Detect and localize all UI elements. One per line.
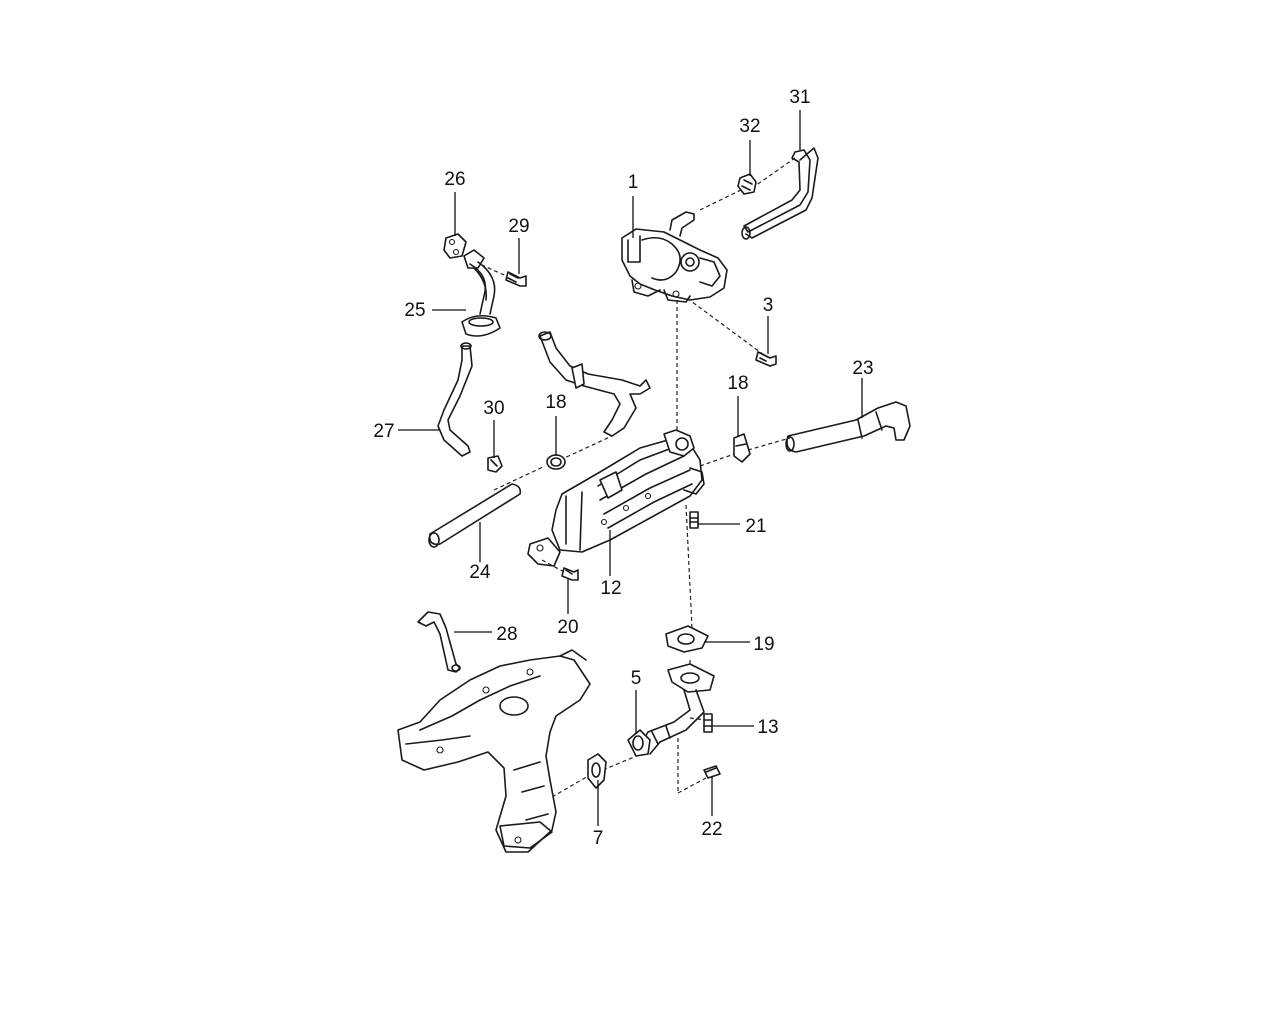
- part-hose-31: [741, 147, 819, 240]
- callout-18-right: 18: [727, 373, 748, 394]
- part-clamp-18-right: [733, 433, 751, 463]
- callout-23: 23: [852, 358, 873, 379]
- part-bolt-29: [505, 271, 527, 287]
- callout-12: 12: [600, 578, 621, 599]
- part-exhaust-manifold: [397, 649, 591, 853]
- part-clip-30: [487, 455, 503, 473]
- callout-30: 30: [483, 398, 504, 419]
- part-coolant-pipe: [538, 331, 651, 437]
- callout-31: 31: [789, 87, 810, 108]
- assembly-dashed-lines: [474, 157, 796, 798]
- callout-19: 19: [753, 634, 774, 655]
- callout-25: 25: [404, 300, 425, 321]
- callout-26: 26: [444, 169, 465, 190]
- part-pipe-25: [461, 249, 501, 337]
- part-bolt-20: [561, 567, 579, 581]
- callout-28: 28: [496, 624, 517, 645]
- part-bolt-3: [755, 351, 777, 367]
- part-egr-pipe-5: [627, 663, 715, 757]
- part-clip-32: [737, 173, 757, 195]
- part-egr-cooler: [527, 429, 705, 567]
- part-hose-27: [437, 342, 473, 457]
- part-gasket-7: [587, 753, 607, 789]
- callout-24: 24: [469, 562, 491, 583]
- part-hose-23: [785, 401, 911, 453]
- callout-22: 22: [701, 819, 722, 840]
- callout-5: 5: [631, 668, 642, 689]
- leader-lines: [398, 110, 863, 826]
- callout-3: 3: [763, 295, 774, 316]
- part-hose-24: [428, 483, 522, 548]
- part-bolt-21: [689, 511, 699, 529]
- part-egr-valve: [621, 211, 728, 303]
- part-gasket-19: [665, 625, 709, 653]
- callout-18-left: 18: [545, 392, 566, 413]
- part-hose-28: [417, 611, 461, 673]
- callout-27: 27: [373, 421, 394, 442]
- part-bolt-13: [703, 713, 713, 733]
- callout-32: 32: [739, 116, 760, 137]
- callout-13: 13: [757, 717, 778, 738]
- callout-1: 1: [628, 172, 639, 193]
- callout-20: 20: [557, 617, 578, 638]
- callout-labels: 1 3 31 32 26 29 25 27 30 18 18 23 21 24 …: [373, 87, 873, 849]
- callout-29: 29: [508, 216, 529, 237]
- part-gasket-26: [443, 233, 467, 259]
- callout-21: 21: [745, 516, 766, 537]
- callout-7: 7: [593, 828, 604, 849]
- part-bolt-22: [703, 765, 721, 779]
- part-clamp-18-left: [546, 454, 566, 470]
